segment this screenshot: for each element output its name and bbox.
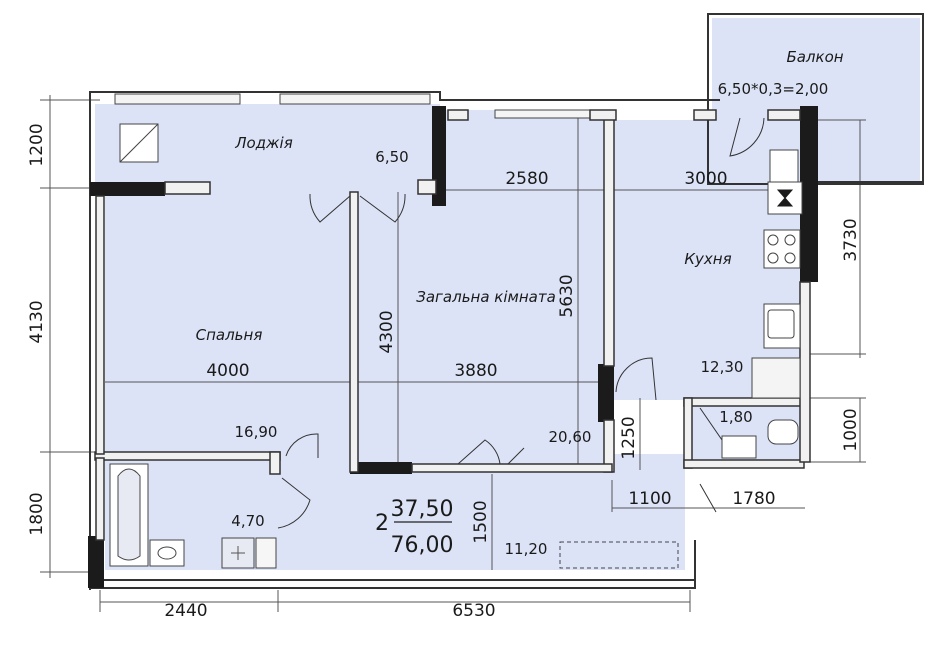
wc-sink [721,435,757,459]
bedroom-floor [105,192,355,454]
bedroom-area: 16,90 [235,423,278,441]
dim-kitchen-depth: 3730 [841,218,861,261]
loggia-area: 6,50 [375,148,408,166]
dim-loggia-depth: 1200 [27,123,47,166]
area-summary: 2 37,50 76,00 [375,497,453,558]
dimension-lines [40,95,866,612]
living-area: 20,60 [549,428,592,446]
dim-living-depth: 4300 [377,310,397,353]
doors [277,117,765,529]
bedroom-name: Спальня [196,326,263,344]
dim-hall-depth: 1100 [628,489,671,509]
bathroom-area: 4,70 [231,512,264,530]
kitchen-counter-cabinet [769,149,799,183]
dim-kitchen-width: 3000 [684,169,727,189]
dimension-labels: 1200 4130 1800 4300 5630 3730 1000 1500 … [27,123,861,621]
dim-hall-width: 1500 [471,500,491,543]
hall-floor [275,454,685,570]
rooms-count: 2 [375,511,389,536]
living-name: Загальна кімната [416,288,556,306]
living-area-total: 37,50 [391,497,454,522]
room-labels: Балкон 6,50*0,3=2,00 Лоджія 6,50 Спальня… [196,48,844,558]
wc-toilet [767,419,799,445]
dim-hall-step: 1250 [619,416,639,459]
kitchen-area: 12,30 [701,358,744,376]
dim-room-length: 5630 [557,274,577,317]
floor-fills [95,18,920,570]
total-area: 76,00 [391,533,454,558]
hall-area: 11,20 [505,540,548,558]
dim-bath-depth: 1800 [27,492,47,535]
kitchen-name: Кухня [684,250,731,268]
dim-wc-width: 1780 [732,489,775,509]
dim-bedroom-width: 4000 [206,361,249,381]
dim-total-width: 6530 [452,601,495,621]
loggia-name: Лоджія [234,134,293,152]
balcony-formula: 6,50*0,3=2,00 [718,80,829,98]
dim-bath-width: 2440 [164,601,207,621]
kitchen-shaft [751,357,801,399]
interior-walls [94,109,811,541]
dim-living-width: 3880 [454,361,497,381]
wc-area: 1,80 [719,408,752,426]
balcony-name: Балкон [786,48,843,66]
dim-living-width-top: 2580 [505,169,548,189]
stove [763,229,801,269]
hall-wardrobe [559,541,679,569]
dim-bedroom-depth: 4130 [27,300,47,343]
fixtures [109,123,803,569]
dim-wc-depth: 1000 [841,408,861,451]
